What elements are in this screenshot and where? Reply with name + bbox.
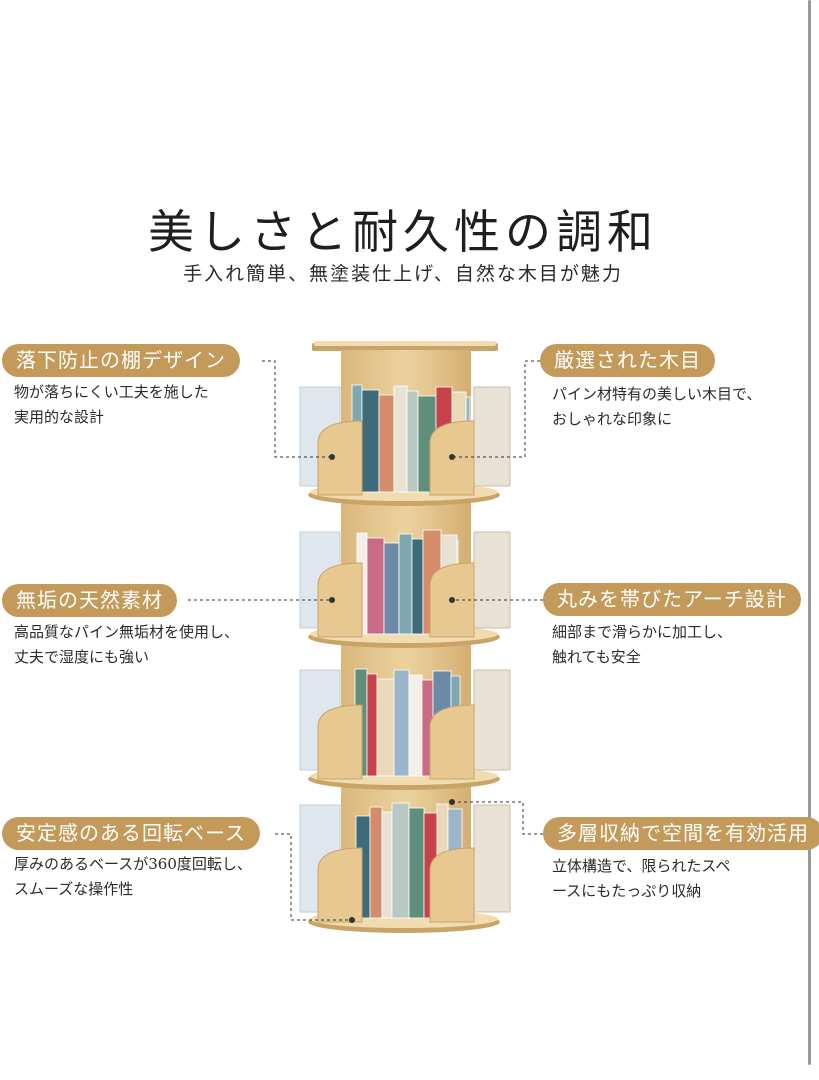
arch-divider-left-3 xyxy=(317,704,363,780)
arch-divider-center-3 xyxy=(429,704,475,780)
leader-dot-icon-arch-design xyxy=(449,597,455,603)
book-2-13 xyxy=(411,538,424,635)
feature-badge-anti-fall: 落下防止の棚デザイン xyxy=(2,344,240,377)
arch-divider-center-4 xyxy=(429,847,475,923)
book-3-19 xyxy=(376,678,395,777)
book-3-21 xyxy=(408,674,423,777)
feature-badge-solid-wood: 無垢の天然素材 xyxy=(2,584,177,617)
book-1-1 xyxy=(361,389,380,493)
book-4-28 xyxy=(391,802,410,919)
feature-badge-wood-grain: 厳選された木目 xyxy=(540,344,715,377)
side-books-right-2 xyxy=(473,531,511,629)
feature-desc-multi-layer: 立体構造で、限られたスペ ースにもたっぷり収納 xyxy=(552,857,731,900)
arch-divider-left-1 xyxy=(317,420,363,496)
top-board-edge xyxy=(314,341,496,346)
book-3-20 xyxy=(393,669,410,777)
book-1-4 xyxy=(406,390,419,493)
leader-dot-icon-anti-fall xyxy=(329,454,335,460)
leader-line-wood-grain xyxy=(452,360,540,458)
scrollbar-thumb[interactable] xyxy=(808,0,811,1065)
leader-line-anti-fall xyxy=(262,360,332,458)
side-books-right-4 xyxy=(473,804,511,913)
page-title: 美しさと耐久性の調和 xyxy=(148,205,658,259)
book-4-29 xyxy=(408,807,425,919)
leader-dot-icon-solid-wood xyxy=(329,597,335,603)
book-4-26 xyxy=(369,806,383,919)
side-books-right-1 xyxy=(473,386,511,487)
book-2-10 xyxy=(366,537,385,635)
book-2-12 xyxy=(398,533,413,635)
leader-dot-icon-rotating-base xyxy=(349,917,355,923)
feature-desc-solid-wood: 高品質なパイン無垢材を使用し、 丈夫で湿度にも強い xyxy=(14,623,240,666)
arch-divider-left-2 xyxy=(317,562,363,638)
feature-desc-anti-fall: 物が落ちにくい工夫を施した 実用的な設計 xyxy=(14,383,209,426)
arch-divider-left-4 xyxy=(317,847,363,923)
leader-lines xyxy=(188,360,543,923)
book-1-3 xyxy=(393,385,408,493)
leader-dot-icon-wood-grain xyxy=(449,454,455,460)
feature-badge-rotating-base: 安定感のある回転ベース xyxy=(2,817,260,850)
feature-badge-multi-layer: 多層収納で空間を有効活用 xyxy=(543,817,819,850)
feature-badge-arch-design: 丸みを帯びたアーチ設計 xyxy=(543,583,801,616)
page-subtitle: 手入れ簡単、無塗装仕上げ、自然な木目が魅力 xyxy=(183,263,623,285)
book-3-18 xyxy=(366,673,378,777)
book-1-2 xyxy=(378,394,395,493)
side-books-right-3 xyxy=(473,669,511,771)
book-2-11 xyxy=(383,542,400,635)
leader-line-rotating-base xyxy=(275,833,352,921)
feature-desc-wood-grain: パイン材特有の美しい木目で、 おしゃれな印象に xyxy=(552,385,762,428)
arch-dividers xyxy=(317,420,475,923)
feature-desc-rotating-base: 厚みのあるベースが360度回転し、 スムーズな操作性 xyxy=(14,855,252,898)
feature-desc-arch-design: 細部まで滑らかに加工し、 触れても安全 xyxy=(552,623,733,666)
leader-line-multi-layer xyxy=(452,801,543,835)
book-4-27 xyxy=(381,811,393,919)
leader-dot-icon-multi-layer xyxy=(449,799,455,805)
